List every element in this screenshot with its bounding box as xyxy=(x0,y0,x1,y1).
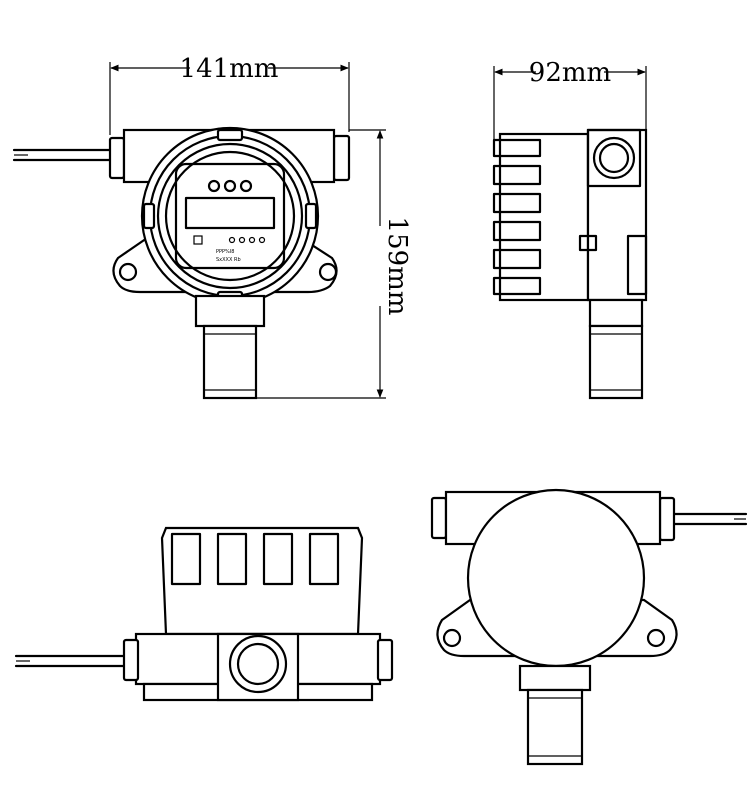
lcd-screen xyxy=(184,196,276,230)
window-ring xyxy=(164,150,296,282)
bottom-fins xyxy=(170,532,340,586)
right-gland xyxy=(332,134,351,182)
bottom-right-gland xyxy=(376,638,394,682)
cable xyxy=(12,148,114,162)
indicator-led-3 xyxy=(239,179,253,193)
bottom-view xyxy=(14,526,394,702)
mount-hole-right xyxy=(318,262,338,282)
rear-sensor-head xyxy=(526,688,584,766)
sensor-neck xyxy=(194,294,266,328)
cooling-fins xyxy=(492,138,542,296)
button-3 xyxy=(248,236,256,244)
left-gland xyxy=(108,136,126,180)
mount-hole-left xyxy=(118,262,138,282)
side-sensor-head xyxy=(588,324,644,400)
fin-top xyxy=(160,526,364,636)
brand-logo-icon xyxy=(193,235,203,245)
sensor-head xyxy=(202,324,258,400)
bottom-left-gland xyxy=(122,638,140,682)
rear-sensor-neck xyxy=(518,664,592,692)
side-body xyxy=(586,128,648,302)
button-2 xyxy=(238,236,246,244)
main-housing xyxy=(140,126,320,306)
fin-body xyxy=(498,132,590,302)
rear-mount-hole-left xyxy=(442,628,462,648)
rear-mount-hole-right xyxy=(646,628,666,648)
indicator-led-1 xyxy=(207,179,221,193)
sensor-port-inner xyxy=(236,642,280,686)
cover-ring xyxy=(156,142,304,290)
rear-cable xyxy=(672,512,748,526)
panel-model-text: PPP%I8 xyxy=(216,249,234,255)
rear-view xyxy=(430,488,748,766)
gland-inner xyxy=(598,142,630,174)
front-view: PPP%I8 SxXXX Rb xyxy=(12,62,386,400)
width-front-label: 141mm xyxy=(180,54,279,84)
bottom-cable xyxy=(14,654,128,668)
side-screw xyxy=(578,234,598,252)
indicator-led-2 xyxy=(223,179,237,193)
height-label: 159mm xyxy=(382,217,412,316)
gland-outer xyxy=(592,136,636,180)
display-panel xyxy=(174,162,286,270)
side-sensor-neck xyxy=(588,298,644,328)
side-bracket xyxy=(626,234,648,296)
rear-right-gland xyxy=(658,496,676,542)
gland-housing xyxy=(586,128,642,188)
panel-serial-text: SxXXX Rb xyxy=(216,257,241,263)
rear-left-gland xyxy=(430,496,448,540)
button-4 xyxy=(258,236,266,244)
rear-housing xyxy=(466,488,646,668)
button-1 xyxy=(228,236,236,244)
width-side-label: 92mm xyxy=(529,58,611,88)
sensor-port-outer xyxy=(228,634,288,694)
side-view xyxy=(492,66,648,400)
